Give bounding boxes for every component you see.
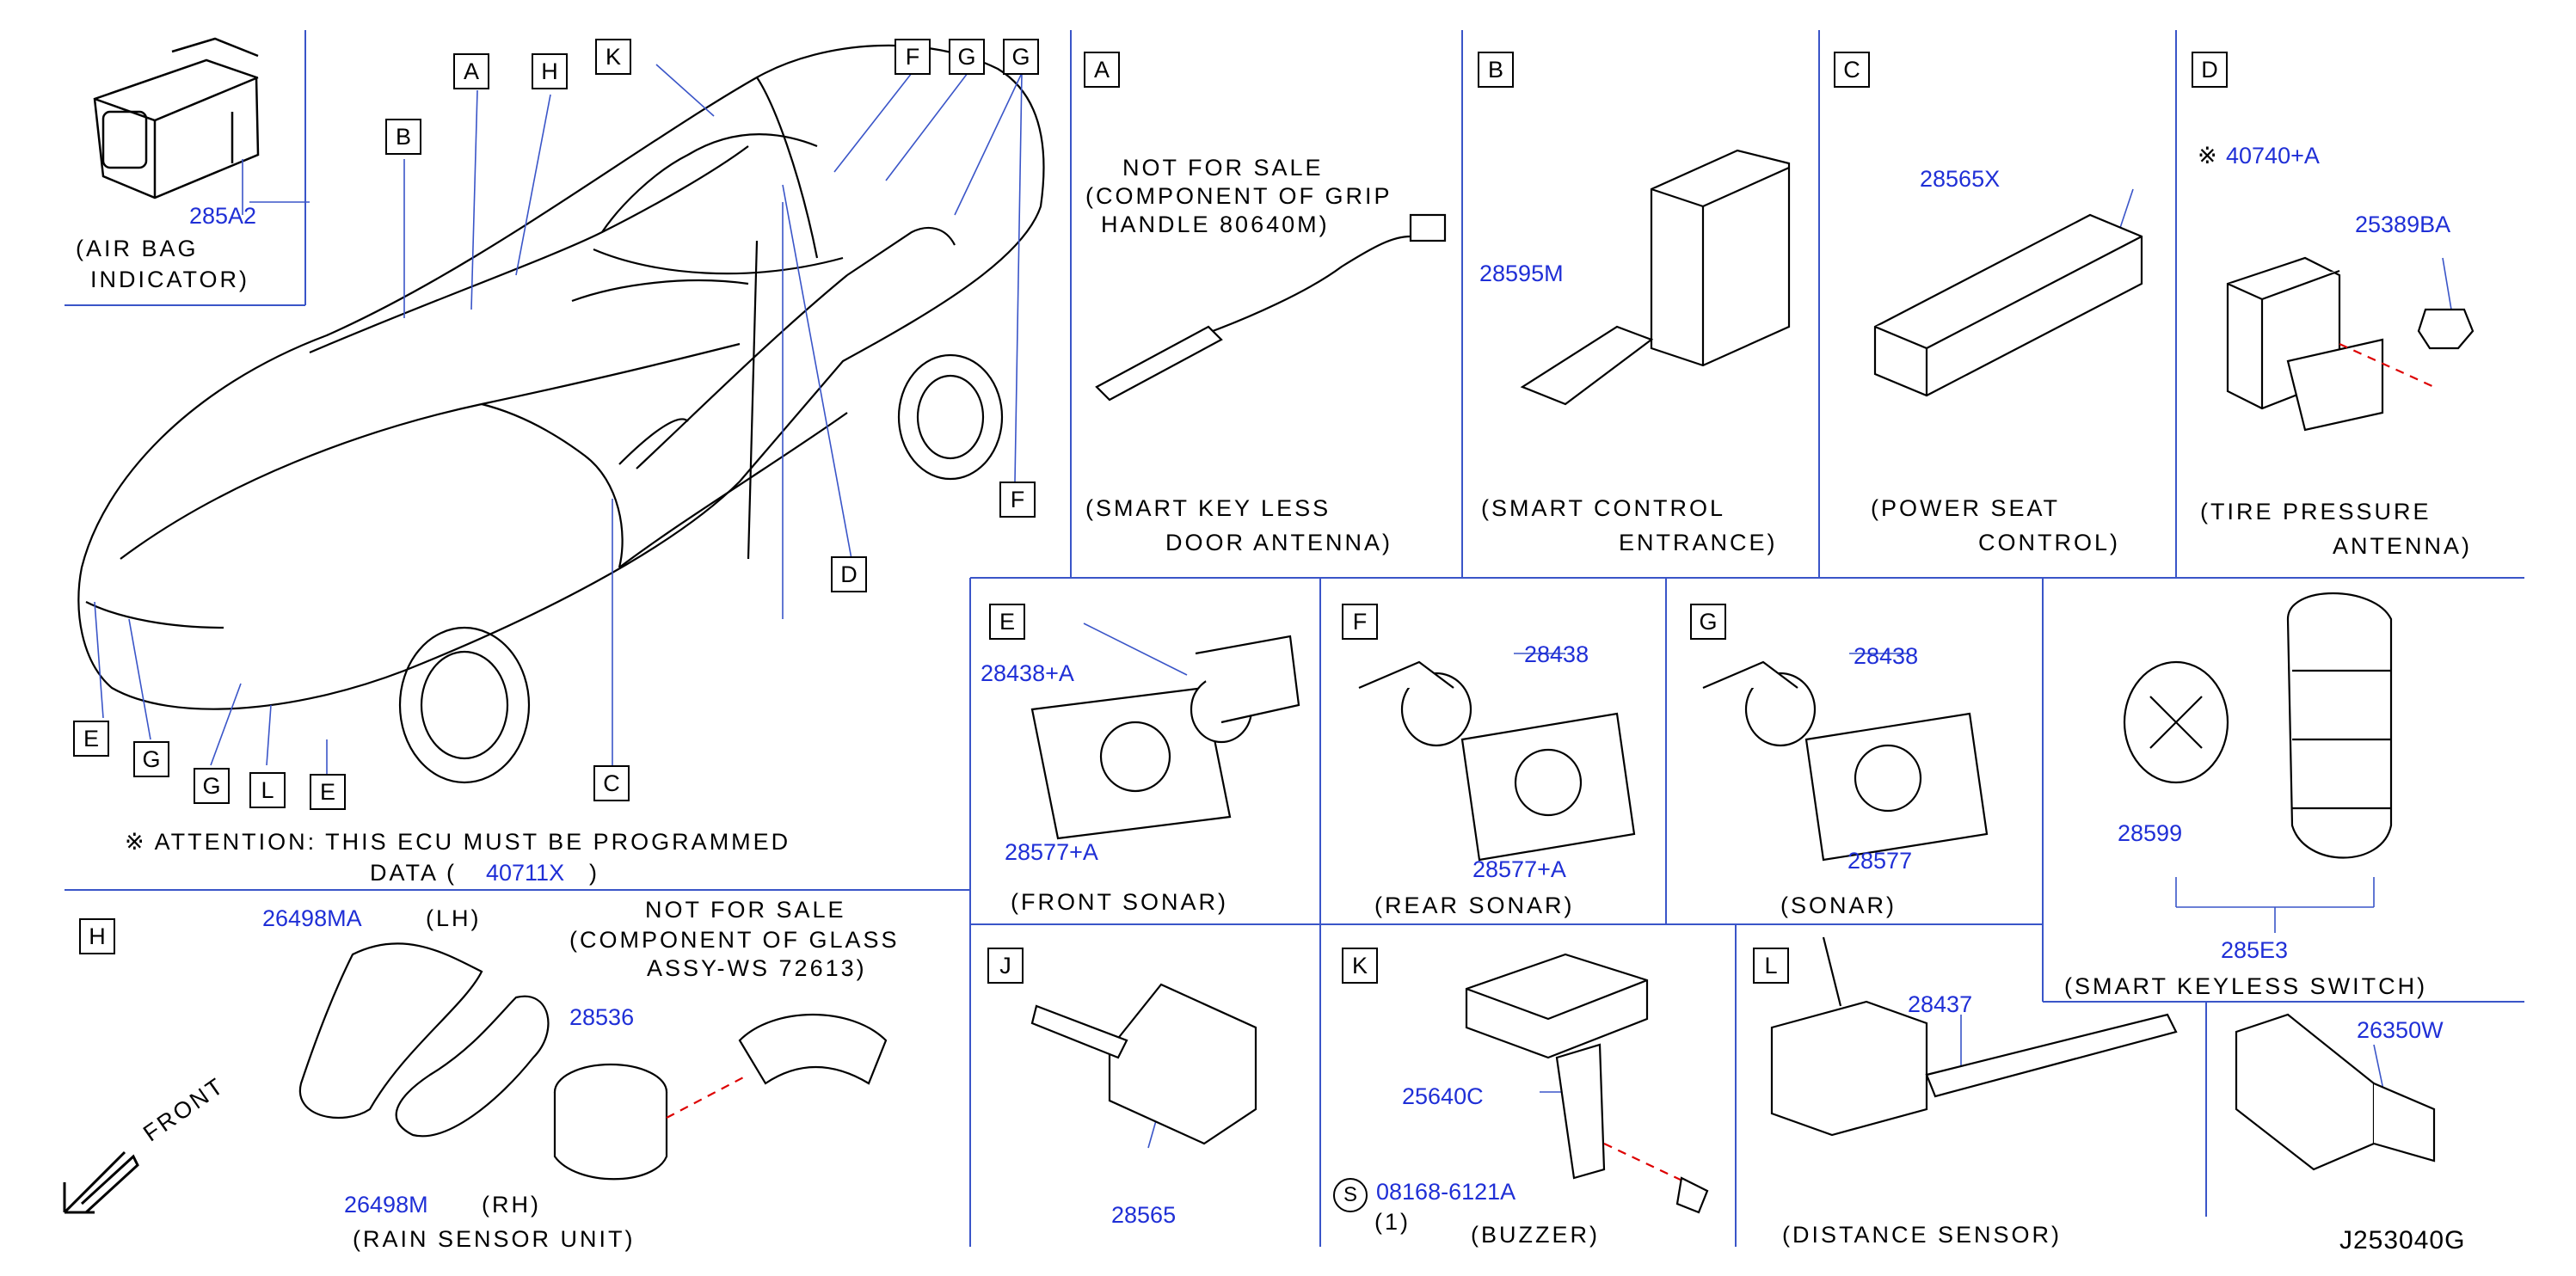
panel-f-part-1: 28438 (1524, 641, 1589, 667)
callout-h: H (532, 53, 568, 89)
panel-c-caption-2: CONTROL) (1978, 530, 2120, 555)
panel-a-note-2: (COMPONENT OF GRIP (1085, 183, 1393, 209)
panel-l-caption: (DISTANCE SENSOR) (1782, 1222, 2063, 1248)
panel-b-letter: B (1478, 52, 1514, 88)
panel-d-caption-2: ANTENNA) (2333, 533, 2473, 559)
smart-key-part-1: 28599 (2118, 820, 2183, 846)
callout-d: D (831, 556, 867, 592)
panel-h-lh: (LH) (426, 905, 482, 931)
panel-c-letter: C (1834, 52, 1870, 88)
sonar-drawings (1030, 635, 1989, 862)
panel-a-note-1: NOT FOR SALE (1122, 155, 1324, 181)
panel-h-part-1: 26498MA (262, 905, 362, 931)
panel-h-part-2: 26498M (344, 1192, 428, 1218)
panel-b-caption-2: ENTRANCE) (1619, 530, 1778, 555)
airbag-label-line1: (AIR BAG (76, 236, 199, 261)
distance-sensor-drawing (1770, 936, 2178, 1137)
panel-f-letter: F (1342, 604, 1378, 640)
smart-key-drawing (2123, 592, 2393, 859)
panel-a-letter: A (1084, 52, 1120, 88)
panel-h-note-3: ASSY-WS 72613) (647, 955, 867, 981)
callout-g-bottom: G (194, 768, 230, 804)
panel-f-part-2: 28577+A (1472, 856, 1566, 882)
front-arrow-icon (63, 1150, 139, 1214)
panel-e-part-1: 28438+A (981, 660, 1074, 686)
panel-c-part: 28565X (1920, 166, 2001, 192)
callout-c: C (593, 765, 630, 801)
panel-e-letter: E (989, 604, 1025, 640)
rain-sensor-drawing (298, 942, 888, 1181)
callout-l: L (249, 772, 286, 808)
panel-d-note-icon: ※ (2198, 143, 2220, 169)
panel-k-letter: K (1342, 948, 1378, 984)
panel-j-letter: J (987, 948, 1024, 984)
panel-k-part-2: 08168-6121A (1376, 1179, 1516, 1205)
door-antenna-drawing (1095, 213, 1447, 402)
panel-d-part-2: 25389BA (2355, 212, 2451, 237)
attention-data-label: DATA ( (370, 860, 458, 886)
panel-h-letter: H (79, 918, 115, 954)
callout-g-top-1: G (949, 39, 985, 75)
panel-grid (65, 30, 2524, 1247)
callout-f-right: F (999, 482, 1036, 518)
bolt-symbol-icon: S (1333, 1178, 1368, 1212)
callout-e-bottom: E (310, 774, 346, 810)
module-j-drawing (1030, 983, 1257, 1145)
panel-a-caption-2: DOOR ANTENNA) (1165, 530, 1393, 555)
panel-h-part-3: 28536 (569, 1004, 635, 1030)
callout-g-top-2: G (1003, 39, 1039, 75)
panel-g-part-2: 28577 (1847, 848, 1913, 874)
callout-e-left: E (73, 721, 109, 757)
panel-k-qty: (1) (1374, 1209, 1411, 1235)
callout-a: A (453, 53, 489, 89)
panel-a-caption-1: (SMART KEY LESS (1085, 495, 1331, 521)
panel-l-part: 28437 (1908, 991, 1973, 1017)
callout-k: K (595, 39, 631, 75)
panel-m-part: 26350W (2357, 1017, 2444, 1043)
panel-h-note-1: NOT FOR SALE (645, 897, 846, 923)
module-26350w-drawing (2235, 1013, 2436, 1171)
callout-b: B (385, 119, 421, 155)
buzzer-drawing (1465, 953, 1709, 1214)
tire-pressure-antenna-drawing (2226, 256, 2475, 432)
panel-d-letter: D (2192, 52, 2228, 88)
panel-g-part-1: 28438 (1854, 643, 1919, 669)
power-seat-control-drawing (1873, 213, 2143, 397)
panel-j-part: 28565 (1111, 1202, 1177, 1228)
panel-d-caption-1: (TIRE PRESSURE (2200, 499, 2432, 525)
panel-e-caption: (FRONT SONAR) (1011, 889, 1228, 915)
panel-e-part-2: 28577+A (1005, 839, 1098, 865)
smart-key-part-2: 285E3 (2221, 937, 2289, 963)
attention-close-paren: ) (589, 860, 599, 886)
panel-l-letter: L (1753, 948, 1789, 984)
panel-h-note-2: (COMPONENT OF GLASS (569, 927, 900, 953)
car-body-drawing (77, 44, 1045, 784)
airbag-part-number: 285A2 (189, 203, 257, 229)
panel-h-rh: (RH) (482, 1192, 541, 1218)
panel-h-caption: (RAIN SENSOR UNIT) (353, 1226, 636, 1252)
panel-c-caption-1: (POWER SEAT (1871, 495, 2061, 521)
panel-b-caption-1: (SMART CONTROL (1481, 495, 1726, 521)
airbag-indicator-drawing (93, 37, 260, 199)
panel-g-letter: G (1690, 604, 1726, 640)
smart-key-caption: (SMART KEYLESS SWITCH) (2064, 973, 2428, 999)
panel-g-caption: (SONAR) (1780, 893, 1897, 918)
attention-part-number: 40711X (486, 860, 565, 886)
panel-k-part-1: 25640C (1402, 1083, 1484, 1109)
attention-line1: ※ ATTENTION: THIS ECU MUST BE PROGRAMMED (125, 829, 791, 855)
callout-f-top: F (895, 39, 931, 75)
callout-g-left: G (133, 741, 169, 777)
smart-control-entrance-drawing (1520, 149, 1791, 406)
panel-f-caption: (REAR SONAR) (1374, 893, 1575, 918)
panel-d-part-1: 40740+A (2226, 143, 2320, 169)
panel-a-note-3: HANDLE 80640M) (1101, 212, 1330, 237)
panel-k-caption: (BUZZER) (1471, 1222, 1600, 1248)
panel-b-part: 28595M (1479, 261, 1564, 286)
diagram-id: J253040G (2339, 1226, 2466, 1255)
airbag-label-line2: INDICATOR) (90, 267, 249, 292)
